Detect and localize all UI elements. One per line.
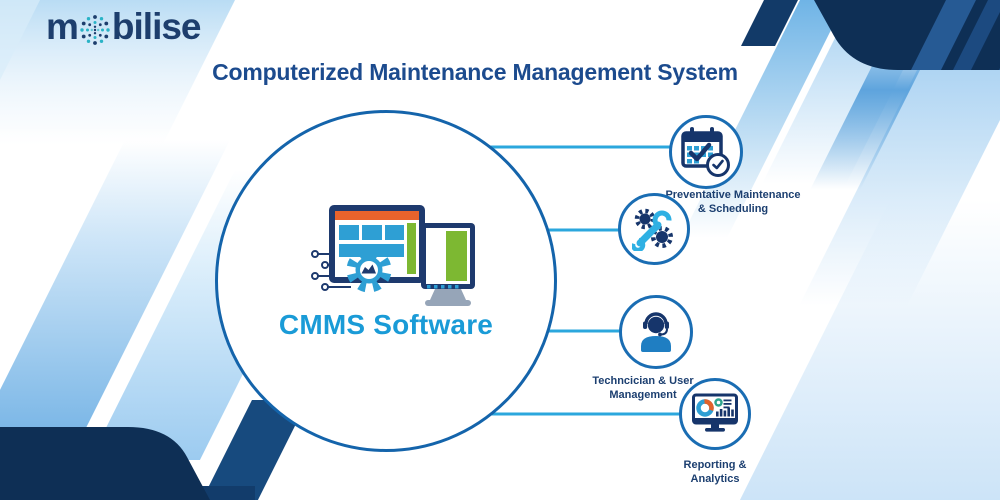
node-label-preventative-maintenance: Preventative Maintenance & Scheduling [665,189,801,216]
page-title: Computerized Maintenance Management Syst… [212,59,738,85]
node-label-reporting-analytics: Reporting & Analytics [683,459,747,486]
mobilise-logo: m bilise [46,6,202,48]
node-preventative-maintenance [669,115,743,189]
stripe-bottom-right [729,200,1000,500]
node-reporting-analytics [679,378,751,450]
dotted-globe-icon [80,15,110,45]
stripe-top-left [0,0,235,150]
node-label-technician-user-management: Techncician & User Management [592,375,694,402]
calendar-clock-icon [681,127,730,177]
support-person-icon [641,312,671,352]
computer-gear-icon [311,205,475,306]
cmms-central-circle: CMMS Software [215,110,557,452]
logo-text-suffix: bilise [111,6,202,47]
connector-lines [480,145,686,416]
navy-corner-bottom-left [0,427,210,500]
cmms-software-label: CMMS Software [278,309,494,340]
node-technician-user-management [619,295,693,369]
wrench-gears-icon [632,208,674,251]
analytics-monitor-icon [692,393,738,432]
node-maintenance-tools [618,193,690,265]
logo-text-prefix: m [46,6,79,47]
